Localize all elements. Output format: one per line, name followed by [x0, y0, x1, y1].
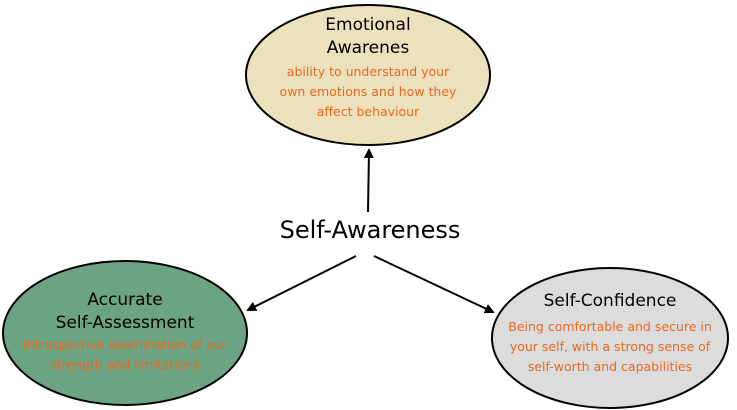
- ellipse-self-confidence: [491, 267, 729, 409]
- ellipse-emotional-awareness: [245, 4, 491, 146]
- node-title-line: Awarenes: [326, 38, 410, 58]
- node-desc-line: Introspective examination of our: [23, 337, 227, 352]
- node-title-line: Self-Assessment: [55, 313, 195, 333]
- node-title-line: Self-Confidence: [543, 291, 677, 311]
- ellipse-accurate-self-assessment: [2, 260, 248, 406]
- arrow-to-accurate-self-assessment: [246, 255, 357, 311]
- node-desc-line: your self, with a strong sense of: [509, 339, 711, 354]
- node-emotional-awareness: Emotional Awarenes ability to understand…: [258, 14, 478, 122]
- arrow-to-emotional-awareness: [363, 148, 374, 213]
- node-title-line: Accurate: [87, 290, 163, 310]
- node-self-confidence: Self-Confidence Being comfortable and se…: [500, 290, 720, 377]
- node-title-line: Emotional: [325, 15, 411, 35]
- node-accurate-self-assessment: Accurate Self-Assessment Introspective e…: [10, 289, 240, 375]
- node-desc-line: ability to understand your: [286, 64, 450, 79]
- center-label-self-awareness: Self-Awareness: [279, 216, 461, 244]
- node-desc-line: affect behaviour: [316, 104, 420, 119]
- node-desc-line: strength and limitations: [50, 357, 200, 372]
- arrow-to-self-confidence: [373, 255, 495, 314]
- node-desc-line: self-worth and capabilities: [527, 359, 693, 374]
- node-desc-line: own emotions and how they: [279, 84, 457, 99]
- node-desc-line: Being comfortable and secure in: [508, 319, 712, 334]
